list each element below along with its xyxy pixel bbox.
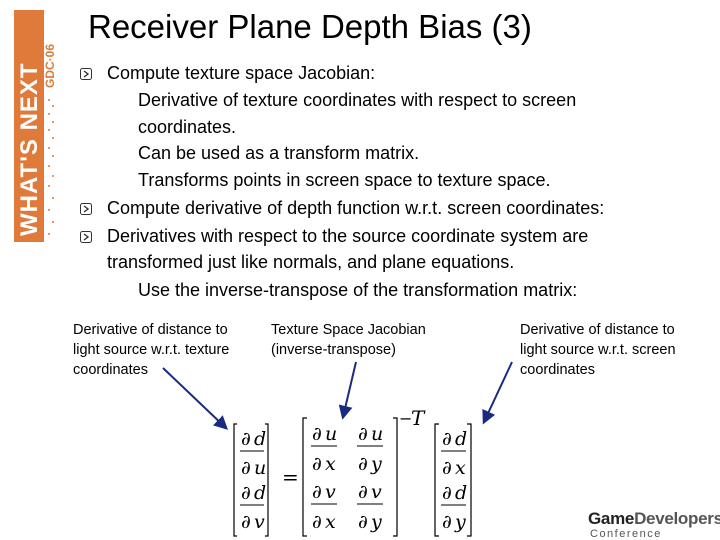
eq-var: x [325, 511, 336, 533]
caption-texture-derivative: Derivative of distance to light source w… [73, 320, 229, 380]
bullet-line: Compute texture space Jacobian: [107, 63, 376, 83]
bullet-line: Compute derivative of depth function w.r… [107, 198, 605, 218]
arrow-right [482, 361, 513, 425]
eq-var: y [370, 511, 382, 533]
eq-var: v [371, 481, 382, 503]
caption-jacobian: Texture Space Jacobian (inverse-transpos… [271, 320, 426, 360]
gdc-logo: GameDevelopers Conference [588, 510, 720, 540]
bullet-chevron-icon [80, 203, 92, 215]
banner-bar [14, 10, 44, 242]
eq-var: d [455, 482, 467, 504]
eq-partial: ∂ [241, 482, 251, 504]
caption-line: coordinates [520, 362, 595, 378]
banner-event: GDC·06 [43, 44, 57, 88]
eq-var: d [254, 482, 266, 504]
eq-var: x [455, 457, 466, 479]
eq-partial: ∂ [442, 482, 452, 504]
banner-dots [48, 99, 54, 235]
eq-var: u [254, 457, 266, 479]
caption-screen-derivative: Derivative of distance to light source w… [520, 320, 676, 380]
caption-line: Texture Space Jacobian [271, 322, 426, 338]
eq-exponent-minus: − [399, 409, 412, 428]
logo-word-developers: Developers [634, 509, 720, 528]
eq-partial: ∂ [312, 511, 322, 533]
caption-line: light source w.r.t. texture [73, 342, 230, 358]
slide-title: Receiver Plane Depth Bias (3) [88, 8, 532, 45]
bullet-chevron-icon [80, 68, 92, 80]
eq-var: v [325, 481, 336, 503]
caption-line: coordinates [73, 362, 148, 378]
bullet-chevron-icon [80, 231, 92, 243]
eq-var: y [370, 453, 382, 475]
eq-var: d [254, 428, 266, 450]
bullet-line: transformed just like normals, and plane… [107, 252, 515, 272]
logo-subtitle: Conference [590, 528, 662, 540]
caption-line: Derivative of distance to [73, 322, 228, 338]
eq-var: x [325, 453, 336, 475]
sub-bullet-line: Derivative of texture coordinates with r… [138, 90, 577, 110]
eq-var: u [325, 423, 337, 445]
caption-line: light source w.r.t. screen [520, 342, 676, 358]
eq-var: u [371, 423, 383, 445]
eq-var: v [254, 511, 265, 533]
sub-bullet-line: Transforms points in screen space to tex… [138, 170, 551, 190]
sub-bullet-line: Can be used as a transform matrix. [138, 143, 420, 163]
sub-bullet-line: Use the inverse-transpose of the transfo… [138, 280, 578, 300]
eq-partial: ∂ [312, 481, 322, 503]
eq-partial: ∂ [358, 511, 368, 533]
eq-partial: ∂ [442, 428, 452, 450]
eq-partial: ∂ [312, 453, 322, 475]
eq-partial: ∂ [312, 423, 322, 445]
eq-partial: ∂ [358, 423, 368, 445]
event-banner: WHAT'S NEXT GDC·06 [14, 10, 58, 242]
bullet-list: Compute texture space Jacobian: Derivati… [80, 63, 605, 300]
eq-partial: ∂ [442, 457, 452, 479]
caption-line: Derivative of distance to [520, 322, 675, 338]
eq-var: y [454, 511, 466, 533]
logo-word-game: Game [588, 509, 635, 528]
eq-partial: ∂ [358, 481, 368, 503]
bullet-line: Derivatives with respect to the source c… [107, 226, 589, 246]
eq-partial: ∂ [241, 428, 251, 450]
eq-partial: ∂ [241, 511, 251, 533]
banner-text: WHAT'S NEXT [16, 62, 43, 236]
eq-var: d [455, 428, 467, 450]
eq-partial: ∂ [442, 511, 452, 533]
sub-bullet-line: coordinates. [138, 117, 237, 137]
logo-wordmark: GameDevelopers [588, 510, 720, 528]
eq-equals: = [282, 465, 299, 489]
depth-bias-equation: ∂ d ∂ u ∂ d ∂ v = ∂ u ∂ x ∂ u ∂ y ∂ v ∂ … [233, 406, 472, 537]
banner-graphic: WHAT'S NEXT GDC·06 [14, 10, 57, 242]
eq-partial: ∂ [358, 453, 368, 475]
caption-line: (inverse-transpose) [271, 342, 396, 358]
eq-partial: ∂ [241, 457, 251, 479]
eq-exponent: T [411, 406, 426, 430]
